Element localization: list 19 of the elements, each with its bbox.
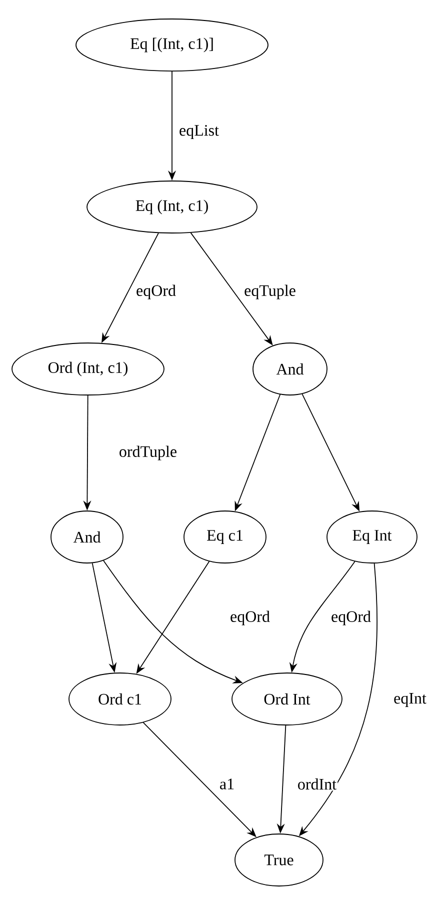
ellipse-node: And (50, 510, 124, 564)
ellipse-node: Eq c1 (184, 510, 266, 564)
edge-label: eqInt (392, 692, 428, 708)
ellipse-node: Ord c1 (68, 672, 172, 726)
ellipse-node: Ord (Int, c1) (12, 342, 164, 396)
ellipse-node: And (252, 342, 328, 396)
edge-label: eqList (178, 124, 220, 140)
ellipse-node: Eq [(Int, c1)] (76, 18, 268, 72)
edge-label: eqOrd (330, 610, 372, 626)
edge-label: eqTuple (243, 284, 297, 300)
ellipse-node: True (234, 834, 324, 886)
ellipse-node: Eq Int (326, 510, 418, 564)
edge-label: eqOrd (135, 284, 177, 300)
ellipse-node: Ord Int (232, 672, 342, 726)
edge-label: ordTuple (118, 444, 178, 462)
edge-label: eqOrd (229, 610, 271, 626)
edge-label: ordInt (296, 777, 338, 791)
ellipse-node: Eq (Int, c1) (86, 180, 258, 234)
edge-label: a1 (218, 778, 236, 790)
